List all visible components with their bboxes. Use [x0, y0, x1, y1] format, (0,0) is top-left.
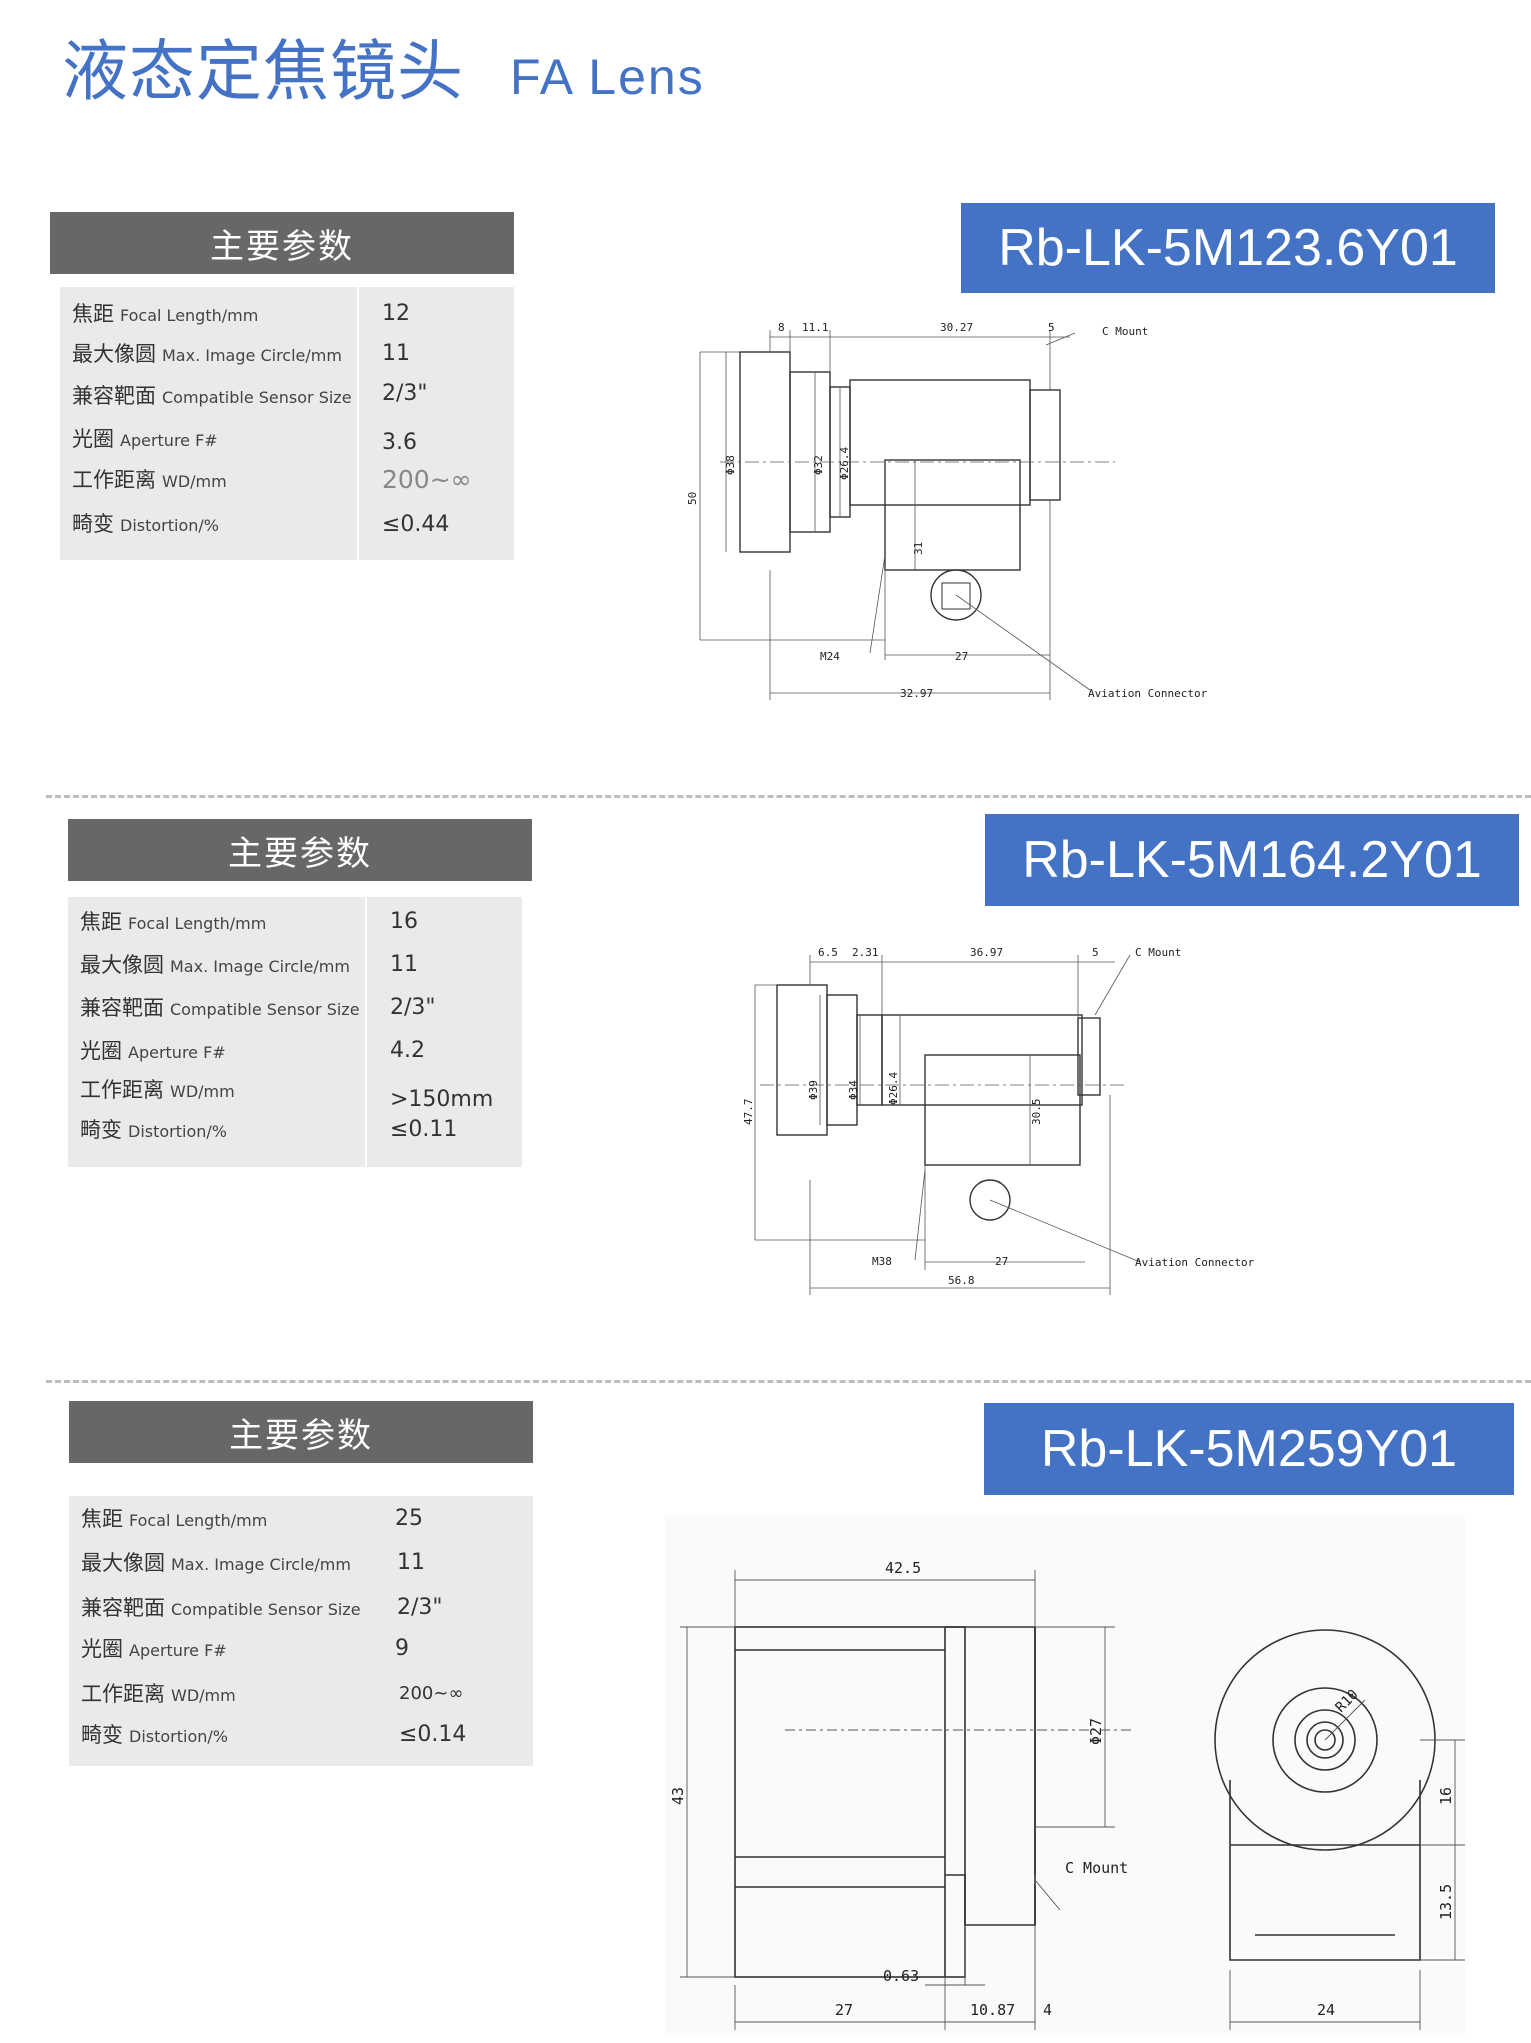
svg-text:C Mount: C Mount — [1065, 1859, 1128, 1877]
svg-text:27: 27 — [955, 650, 968, 663]
svg-text:Φ26.4: Φ26.4 — [838, 447, 851, 480]
svg-text:M24: M24 — [820, 650, 840, 663]
page-title-zh: 液态定焦镜头 — [62, 33, 464, 110]
technical-drawing: 6.5 2.31 36.97 5 C Mount 47.7 Φ39 Φ34 Φ2… — [742, 946, 1255, 1295]
section-divider — [46, 1380, 1531, 1383]
svg-text:43: 43 — [669, 1787, 687, 1805]
svg-text:Φ26.4: Φ26.4 — [887, 1072, 900, 1105]
svg-text:27: 27 — [995, 1255, 1008, 1268]
svg-text:24: 24 — [1317, 2001, 1335, 2019]
svg-text:Φ39: Φ39 — [807, 1080, 820, 1100]
model-badge: Rb-LK-5M259Y01 — [984, 1403, 1514, 1495]
svg-text:Aviation Connector: Aviation Connector — [1135, 1256, 1255, 1269]
model-badge: Rb-LK-5M164.2Y01 — [985, 814, 1519, 906]
svg-text:5: 5 — [1048, 321, 1055, 334]
svg-text:Aviation Connector: Aviation Connector — [1088, 687, 1208, 700]
svg-text:4: 4 — [1043, 2001, 1052, 2019]
model-badge: Rb-LK-5M123.6Y01 — [961, 203, 1495, 293]
svg-text:11.1: 11.1 — [802, 321, 829, 334]
svg-text:30.27: 30.27 — [940, 321, 973, 334]
svg-text:10.87: 10.87 — [970, 2001, 1015, 2019]
svg-text:0.63: 0.63 — [883, 1967, 919, 1985]
technical-drawing: 42.5 43 Φ27 R10 16 13.5 0.63 27 10.87 4 … — [665, 1515, 1465, 2035]
page-title: 液态定焦镜头 FA Lens — [62, 18, 705, 114]
svg-text:Φ34: Φ34 — [847, 1080, 860, 1100]
svg-text:Φ32: Φ32 — [812, 455, 825, 475]
svg-text:2.31: 2.31 — [852, 946, 879, 959]
svg-text:42.5: 42.5 — [885, 1559, 921, 1577]
page-title-en: FA Lens — [510, 49, 705, 105]
svg-text:27: 27 — [835, 2001, 853, 2019]
svg-text:47.7: 47.7 — [742, 1099, 755, 1126]
svg-text:13.5: 13.5 — [1437, 1884, 1455, 1920]
svg-text:50: 50 — [686, 492, 699, 505]
params-header: 主要参数 — [68, 819, 532, 881]
svg-text:Φ27: Φ27 — [1087, 1718, 1105, 1745]
svg-text:6.5: 6.5 — [818, 946, 838, 959]
svg-text:8: 8 — [778, 321, 785, 334]
section-divider — [46, 795, 1531, 798]
params-header: 主要参数 — [69, 1401, 533, 1463]
svg-text:30.5: 30.5 — [1030, 1099, 1043, 1126]
params-header: 主要参数 — [50, 212, 514, 274]
svg-text:M38: M38 — [872, 1255, 892, 1268]
svg-text:31: 31 — [912, 542, 925, 555]
technical-drawing: 8 11.1 30.27 5 C Mount 50 Φ38 Φ32 Φ26.4 … — [686, 321, 1208, 700]
svg-text:C Mount: C Mount — [1135, 946, 1181, 959]
svg-text:5: 5 — [1092, 946, 1099, 959]
svg-text:56.8: 56.8 — [948, 1274, 975, 1287]
svg-text:Φ38: Φ38 — [724, 455, 737, 475]
svg-text:32.97: 32.97 — [900, 687, 933, 700]
svg-text:16: 16 — [1437, 1787, 1455, 1805]
svg-text:C Mount: C Mount — [1102, 325, 1148, 338]
svg-text:36.97: 36.97 — [970, 946, 1003, 959]
